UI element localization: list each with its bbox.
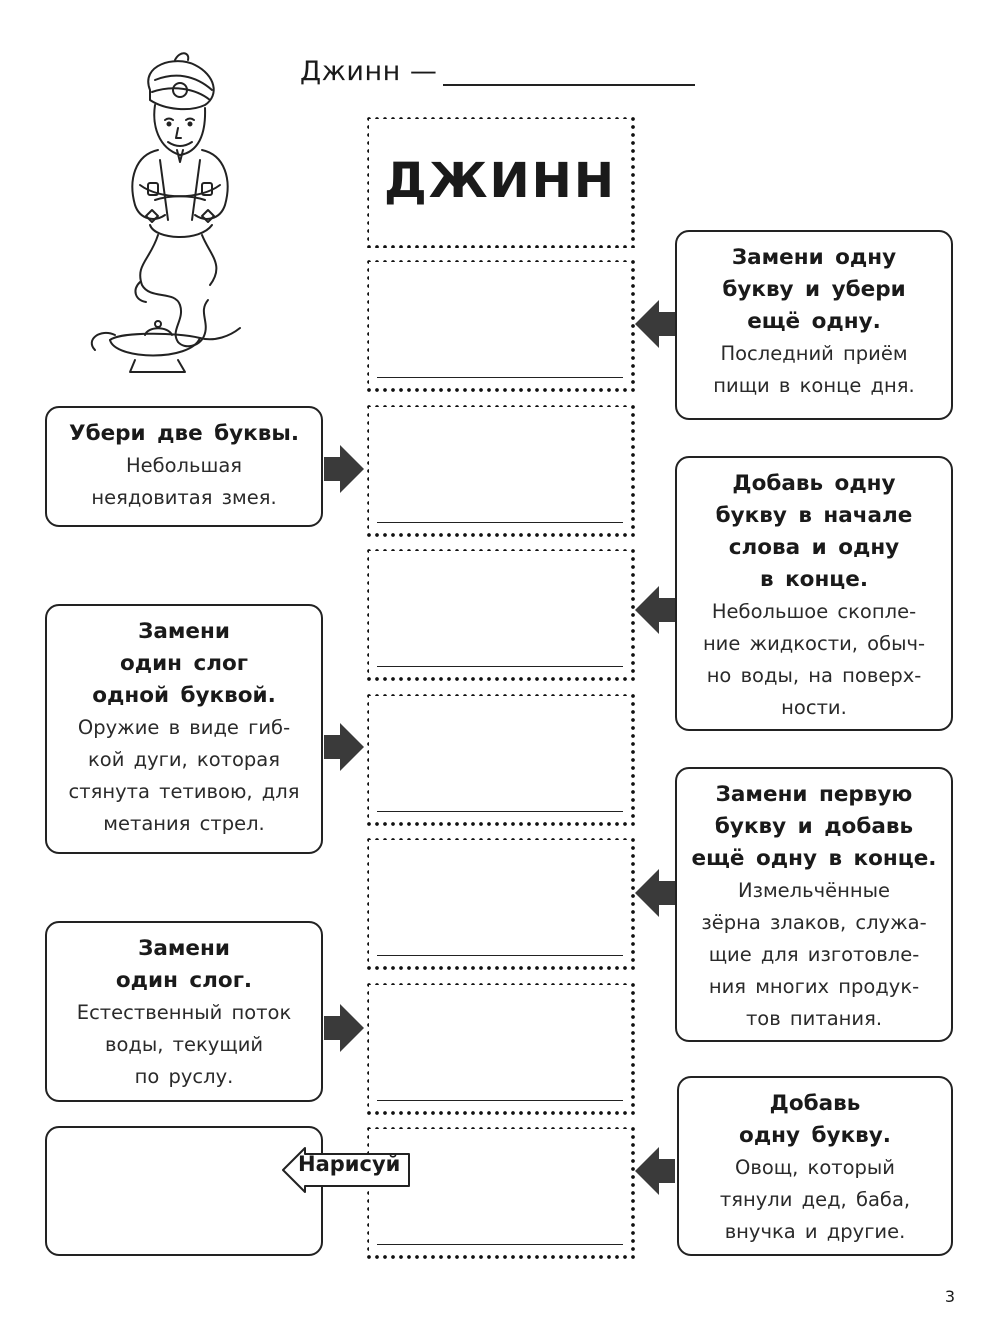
draw-arrow-icon <box>282 1147 410 1193</box>
word-blank[interactable] <box>377 666 623 667</box>
clue-text: Небольшая неядовитая змея. <box>91 454 277 509</box>
word-blank[interactable] <box>377 955 623 956</box>
word-cell-2[interactable] <box>365 403 635 537</box>
clue-text: Оружие в виде гиб- кой дуги, которая стя… <box>68 716 300 835</box>
word-cell-5[interactable] <box>365 836 635 970</box>
draw-label: Нарисуй <box>298 1152 401 1176</box>
arrow-left-icon <box>635 300 675 348</box>
clue-title: Добавь одну букву. <box>739 1091 891 1148</box>
word-blank[interactable] <box>377 1100 623 1101</box>
clue-box-1: Замени одну букву и убери ещё одну. Посл… <box>675 230 953 420</box>
genie-illustration <box>90 52 241 373</box>
word-cell-4[interactable] <box>365 692 635 826</box>
word-cell-3[interactable] <box>365 547 635 681</box>
clue-box-6: Замени один слог. Естественный поток вод… <box>45 921 323 1102</box>
arrow-right-icon <box>324 723 364 771</box>
answer-prompt: Джинн — <box>300 56 438 87</box>
word-cell-1[interactable] <box>365 258 635 392</box>
clue-title: Замени один слог. <box>115 936 253 993</box>
drawing-box[interactable] <box>45 1126 323 1256</box>
arrow-right-icon <box>324 445 364 493</box>
clue-text: Небольшое скопле- ние жидкости, обыч- но… <box>702 600 926 719</box>
clue-box-7: Добавь одну букву. Овощ, который тянули … <box>677 1076 953 1256</box>
word-blank[interactable] <box>377 522 623 523</box>
clue-box-5: Замени первую букву и добавь ещё одну в … <box>675 767 953 1042</box>
clue-box-4: Замени один слог одной буквой. Оружие в … <box>45 604 323 854</box>
start-word-cell: ДЖИНН <box>365 115 635 248</box>
word-cell-7[interactable] <box>365 1125 635 1259</box>
word-cell-6[interactable] <box>365 981 635 1115</box>
clue-text: Естественный поток воды, текущий по русл… <box>76 1001 292 1088</box>
clue-text: Овощ, который тянули дед, баба, внучка и… <box>719 1156 911 1243</box>
clue-title: Замени первую букву и добавь ещё одну в … <box>691 782 937 871</box>
clue-text: Последний приём пищи в конце дня. <box>713 342 915 397</box>
clue-box-3: Добавь одну букву в начале слова и одну … <box>675 456 953 731</box>
clue-text: Измельчённые зёрна злаков, служа- щие дл… <box>701 879 927 1030</box>
start-word: ДЖИНН <box>383 153 617 209</box>
word-blank[interactable] <box>377 377 623 378</box>
clue-title: Замени одну букву и убери ещё одну. <box>722 245 906 334</box>
page-number: 3 <box>944 1287 955 1306</box>
word-blank[interactable] <box>377 1244 623 1245</box>
arrow-left-icon <box>635 1147 675 1195</box>
clue-title: Добавь одну букву в начале слова и одну … <box>715 471 913 592</box>
arrow-left-icon <box>635 869 675 917</box>
arrow-left-icon <box>635 586 675 634</box>
answer-blank[interactable] <box>443 84 695 86</box>
clue-title: Замени один слог одной буквой. <box>92 619 276 708</box>
clue-box-2: Убери две буквы. Небольшая неядовитая зм… <box>45 406 323 527</box>
clue-title: Убери две буквы. <box>69 421 299 446</box>
word-blank[interactable] <box>377 811 623 812</box>
arrow-right-icon <box>324 1004 364 1052</box>
